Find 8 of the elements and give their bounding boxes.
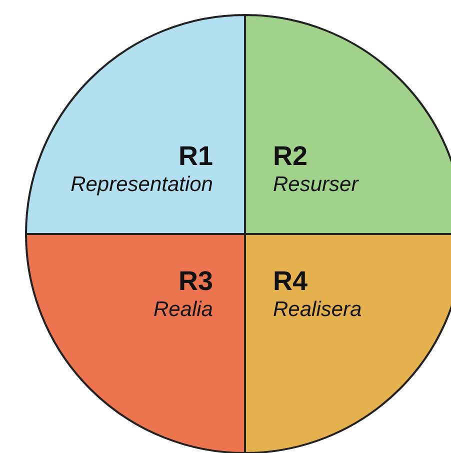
quadrant-code: R1 bbox=[178, 141, 213, 171]
quadrant-label: Realia bbox=[153, 298, 213, 322]
quadrant-label: Realisera bbox=[273, 298, 362, 322]
quadrant-label: Representation bbox=[70, 173, 213, 197]
quadrant-code: R4 bbox=[273, 266, 308, 296]
quadrant-code: R2 bbox=[273, 141, 308, 171]
quadrant-label: Resurser bbox=[273, 173, 358, 197]
quadrant-code: R3 bbox=[178, 266, 213, 296]
